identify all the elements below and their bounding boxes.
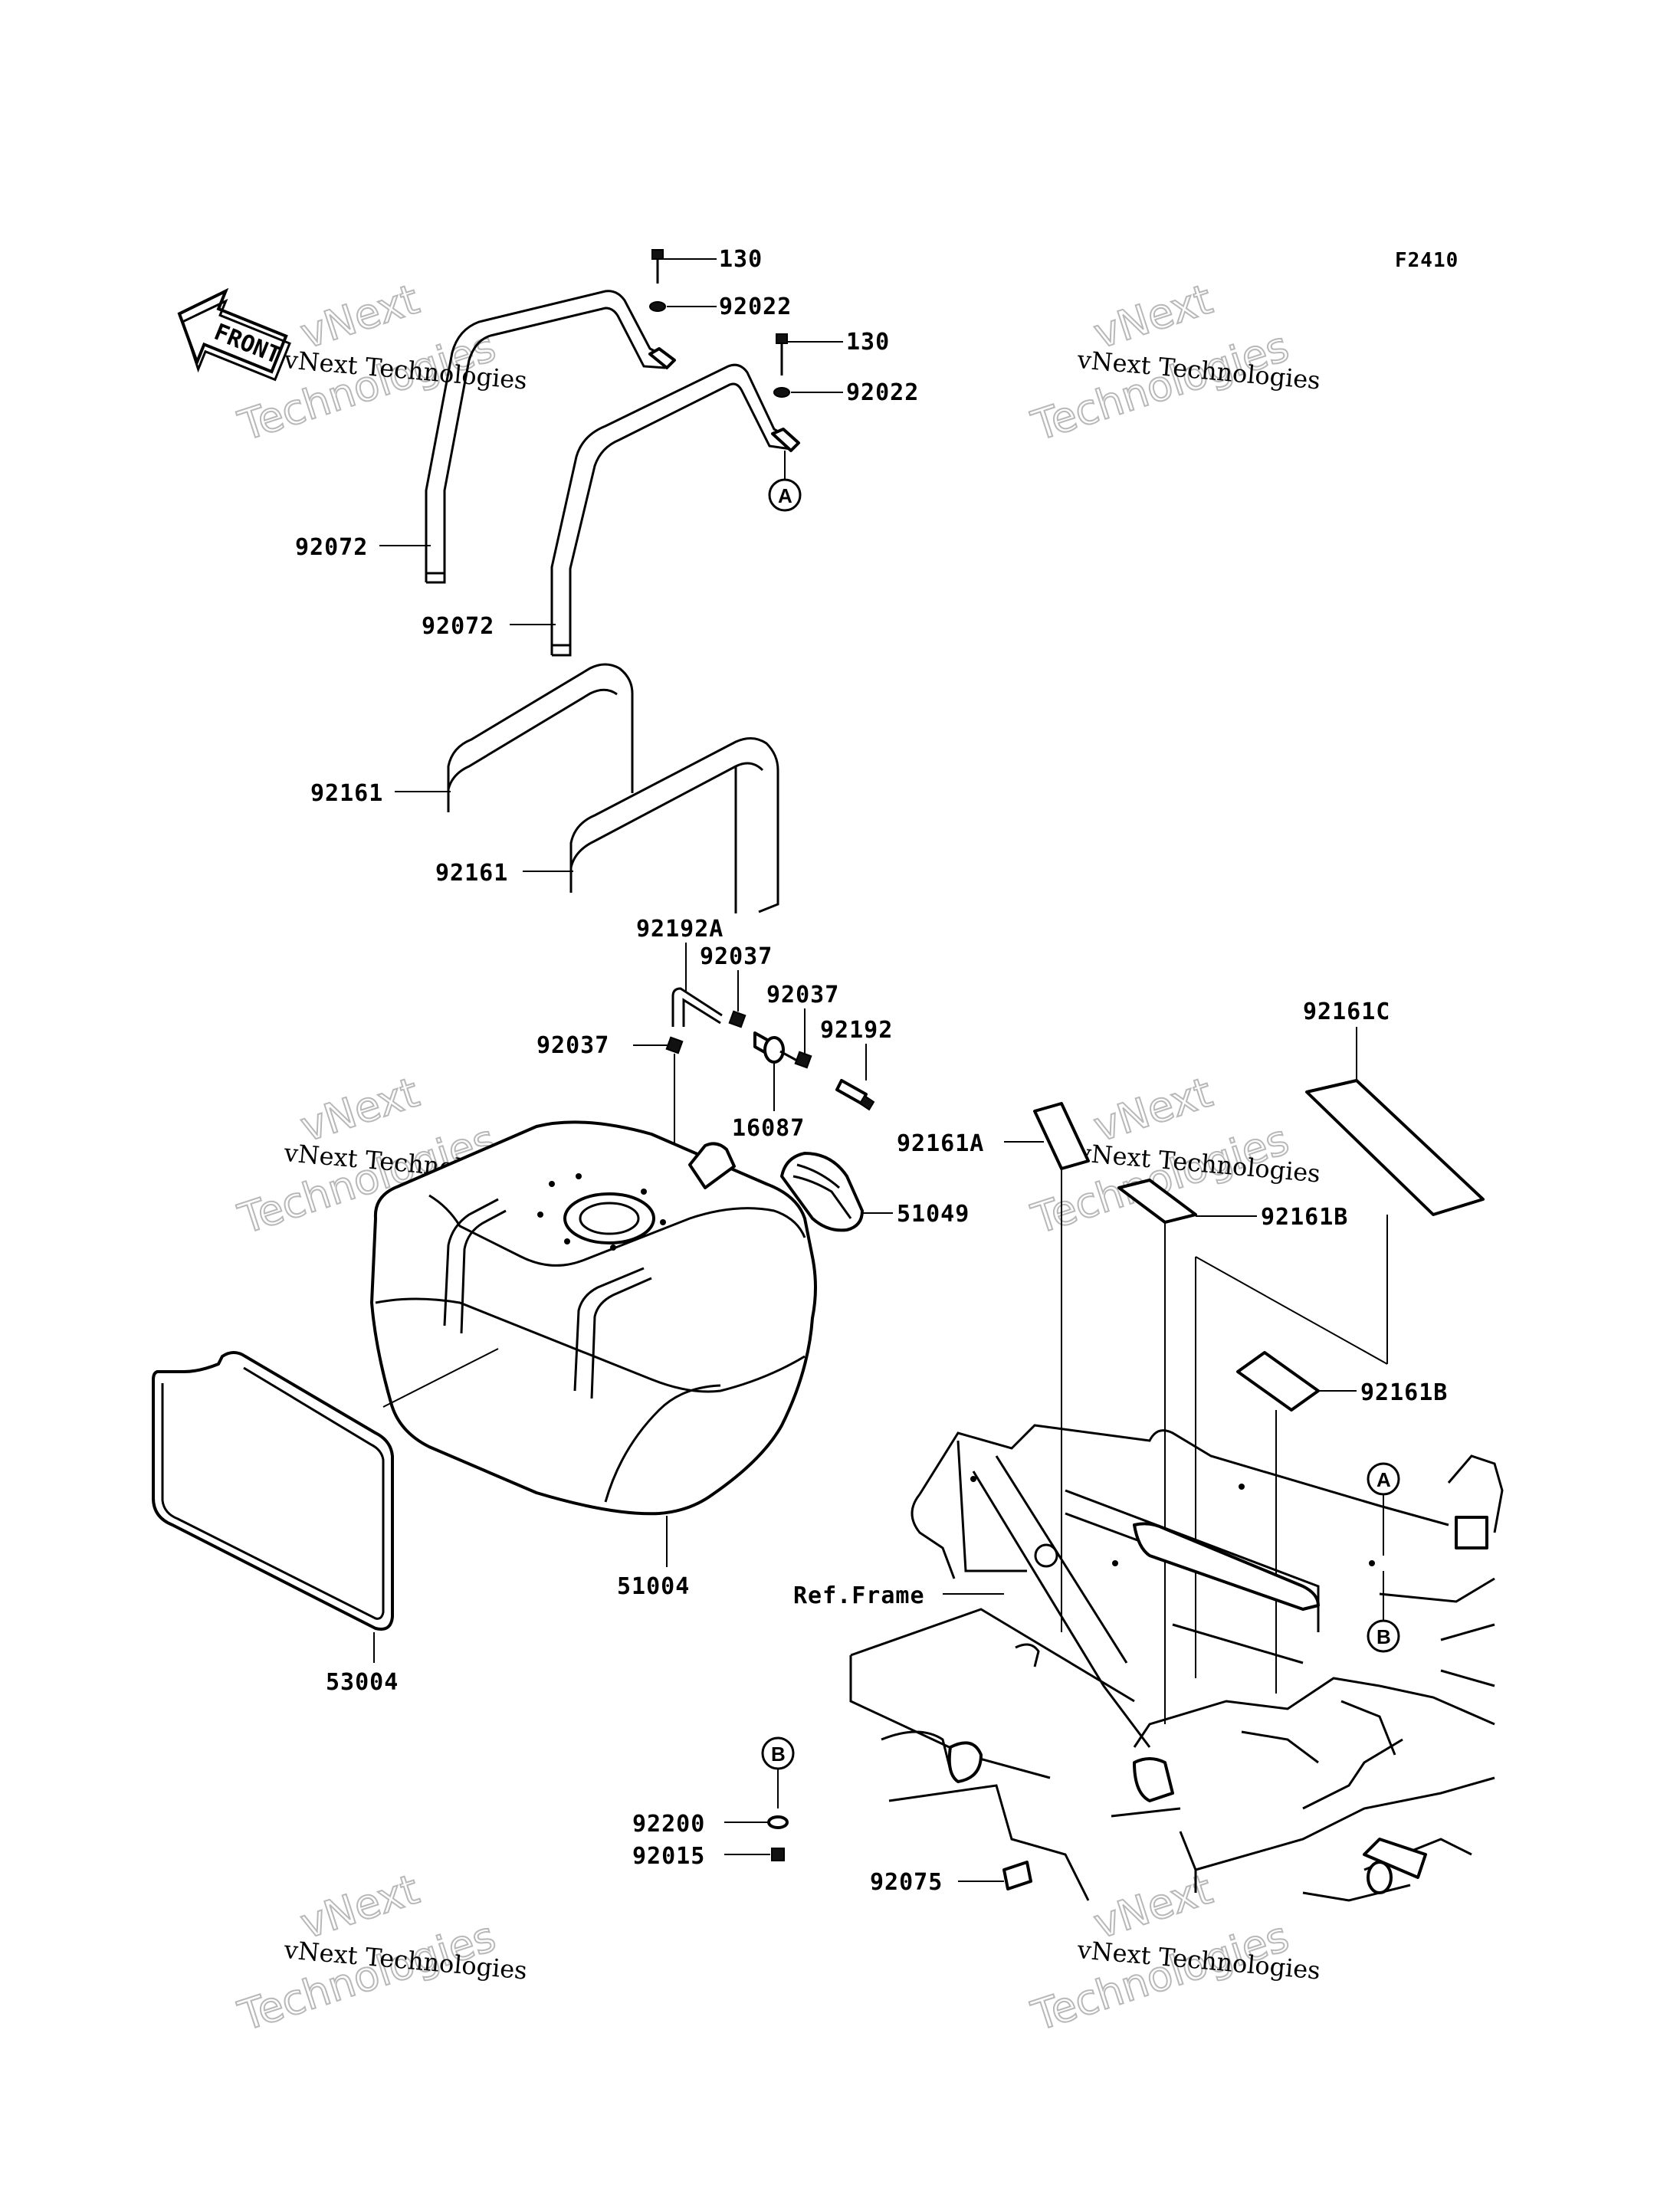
reference-frame-label: Ref.Frame [793, 1582, 925, 1609]
watermark-big-text: vNext [295, 1865, 425, 1949]
pad-92161A [1033, 1102, 1090, 1170]
part-label-92072: 92072 [295, 534, 368, 561]
part-label-51004: 51004 [617, 1573, 690, 1600]
fuel-tank-51004 [370, 1120, 817, 1516]
filler-neck-icon [688, 1142, 736, 1189]
clip-icon [665, 1036, 684, 1054]
part-label-92037: 92037 [700, 943, 773, 970]
pad-92161-back [447, 663, 634, 812]
part-label-92161B: 92161B [1360, 1379, 1448, 1406]
part-label-92072: 92072 [422, 613, 494, 640]
pad-92161B-upper [1117, 1179, 1197, 1224]
part-label-92161C: 92161C [1303, 998, 1390, 1025]
part-label-92022: 92022 [846, 379, 919, 406]
bolt-130-second [773, 333, 843, 398]
hose-92192A [671, 987, 723, 1027]
fuel-cap-51049 [780, 1152, 864, 1232]
callout-a-circle [768, 478, 802, 512]
callout-a: A [778, 484, 792, 507]
part-label-130: 130 [719, 246, 763, 273]
part-label-53004: 53004 [326, 1669, 399, 1696]
pad-92161-front [569, 737, 779, 913]
watermark-top-right: vNext Technologies vNext Technologies [1025, 274, 1322, 451]
watermark-big-text: vNext [295, 1068, 425, 1152]
watermark-big-text: vNext [1088, 1865, 1219, 1949]
watermark-bottom-right: vNext Technologies vNext Technologies [1025, 1864, 1322, 2041]
part-label-130: 130 [846, 329, 890, 356]
part-label-92161A: 92161A [897, 1130, 984, 1157]
watermark-big-text: vNext [1088, 275, 1219, 359]
valve-16087 [753, 1031, 798, 1064]
part-label-92161: 92161 [435, 860, 508, 887]
pad-92161B-lower [1236, 1351, 1320, 1412]
part-label-92192: 92192 [820, 1017, 893, 1044]
part-label-92037: 92037 [766, 982, 839, 1008]
bolt-130-top [649, 249, 717, 312]
tank-opening-icon [563, 1192, 655, 1244]
part-label-51049: 51049 [897, 1201, 970, 1228]
part-label-92192A: 92192A [636, 916, 724, 943]
pad-92161C [1305, 1079, 1485, 1216]
part-label-92161: 92161 [310, 780, 383, 807]
part-label-92075: 92075 [870, 1869, 943, 1896]
part-label-92037: 92037 [536, 1032, 609, 1059]
front-arrow-icon: FRONT [177, 287, 291, 382]
strap-92072-front [550, 363, 800, 657]
watermark-bottom-left: vNext Technologies vNext Technologies [232, 1864, 529, 2041]
washer-icon [767, 1815, 789, 1829]
part-label-92022: 92022 [719, 293, 792, 320]
part-label-92200: 92200 [632, 1811, 705, 1838]
stopper-92075 [1002, 1861, 1032, 1890]
clip-icon [728, 1010, 746, 1028]
part-label-92161B: 92161B [1261, 1204, 1348, 1231]
callout-b: B [1376, 1625, 1391, 1648]
heat-shield-53004 [152, 1351, 394, 1631]
diagram-code: F2410 [1395, 249, 1459, 272]
hose-92192 [835, 1079, 875, 1111]
washer-icon [773, 387, 790, 398]
strap-92072-back [425, 290, 676, 584]
watermark-big-text: vNext [295, 275, 425, 359]
part-label-92015: 92015 [632, 1843, 705, 1870]
washer-icon [649, 301, 666, 312]
callout-b: B [771, 1743, 786, 1766]
nut-icon [771, 1848, 785, 1861]
part-label-16087: 16087 [732, 1115, 805, 1142]
frame-assembly [849, 1424, 1504, 1902]
clip-icon [794, 1051, 812, 1069]
callout-a: A [1376, 1468, 1391, 1491]
watermark-big-text: vNext [1088, 1068, 1219, 1152]
